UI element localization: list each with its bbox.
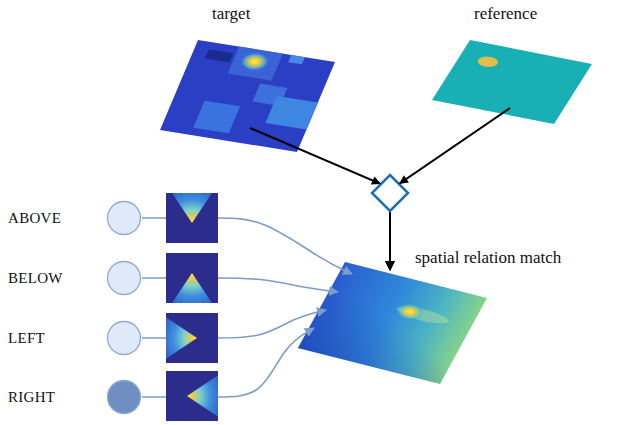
match-ground — [298, 262, 487, 384]
light-patch — [228, 47, 283, 81]
relation-node: BELOW — [8, 258, 142, 298]
match-shade — [298, 262, 487, 384]
right-kernel — [166, 356, 247, 425]
light-patch — [288, 55, 305, 64]
reference-map-node: reference — [430, 4, 594, 128]
reference-ground — [432, 40, 592, 124]
relation-node: ABOVE — [8, 198, 142, 238]
map-title: spatial relation match — [415, 248, 561, 268]
relation-circle — [106, 200, 142, 236]
arrow-head — [399, 175, 409, 184]
match-map — [298, 262, 487, 384]
relation-circle — [108, 381, 141, 414]
relation-circle — [106, 379, 142, 415]
input-arrow — [390, 108, 510, 270]
relation-label: LEFT — [8, 330, 45, 347]
light-patch — [265, 96, 318, 130]
peak-spot — [237, 50, 272, 72]
relation-label: BELOW — [8, 270, 63, 287]
input-arrow — [250, 128, 390, 270]
map-title: reference — [474, 4, 537, 24]
relation-circle — [108, 202, 141, 235]
match-map-node: spatial relation match — [296, 246, 626, 389]
relation-node: LEFT — [8, 318, 142, 358]
relation-circle — [106, 260, 142, 296]
relation-circle — [108, 322, 141, 355]
dark-patch — [205, 49, 233, 62]
reference-map — [432, 40, 592, 124]
relation-label: ABOVE — [8, 210, 61, 227]
relation-label: RIGHT — [8, 389, 55, 406]
target-ground — [160, 40, 335, 152]
reference-object — [475, 55, 501, 68]
map-title: target — [212, 4, 250, 24]
relation-circle — [106, 320, 142, 356]
arrow-head — [371, 176, 381, 184]
relation-circle — [108, 262, 141, 295]
relation-node: RIGHT — [8, 377, 142, 417]
above-kernel — [152, 163, 232, 243]
match-peak — [393, 301, 427, 323]
light-patch — [193, 101, 240, 134]
target-map — [160, 40, 335, 152]
left-kernel — [137, 298, 218, 378]
target-map-node: target — [160, 4, 336, 162]
